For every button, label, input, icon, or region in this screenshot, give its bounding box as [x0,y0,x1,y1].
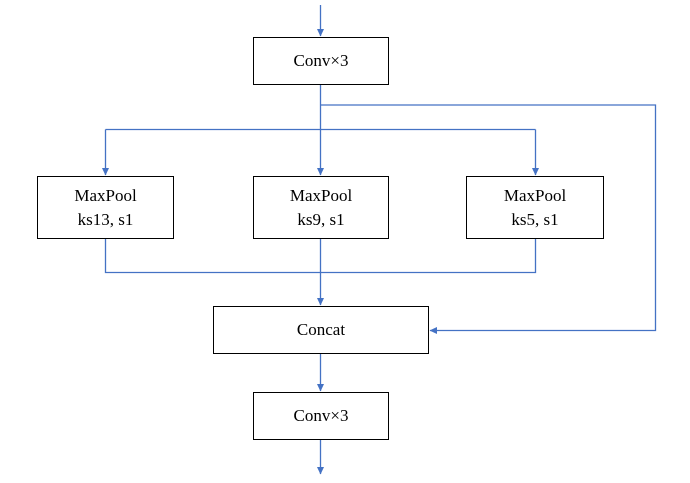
concat-label: Concat [296,320,346,339]
conv-block-bottom: Conv×3 [253,392,389,440]
conv-block-top: Conv×3 [253,37,389,85]
maxpool-ks5-params: ks5, s1 [511,209,559,229]
maxpool-ks9-block: MaxPool ks9, s1 [253,176,389,239]
maxpool-ks5-block: MaxPool ks5, s1 [466,176,604,239]
maxpool-ks13-block: MaxPool ks13, s1 [37,176,174,239]
maxpool-ks9-title: MaxPool [289,185,353,205]
concat-block: Concat [213,306,429,354]
conv-top-label: Conv×3 [293,51,349,70]
maxpool-ks13-params: ks13, s1 [77,209,134,229]
conv-bottom-label: Conv×3 [293,406,349,425]
maxpool-ks9-params: ks9, s1 [297,209,345,229]
skip-connection-line [320,104,657,334]
maxpool-ks13-title: MaxPool [74,185,137,205]
maxpool-ks5-title: MaxPool [503,185,567,205]
